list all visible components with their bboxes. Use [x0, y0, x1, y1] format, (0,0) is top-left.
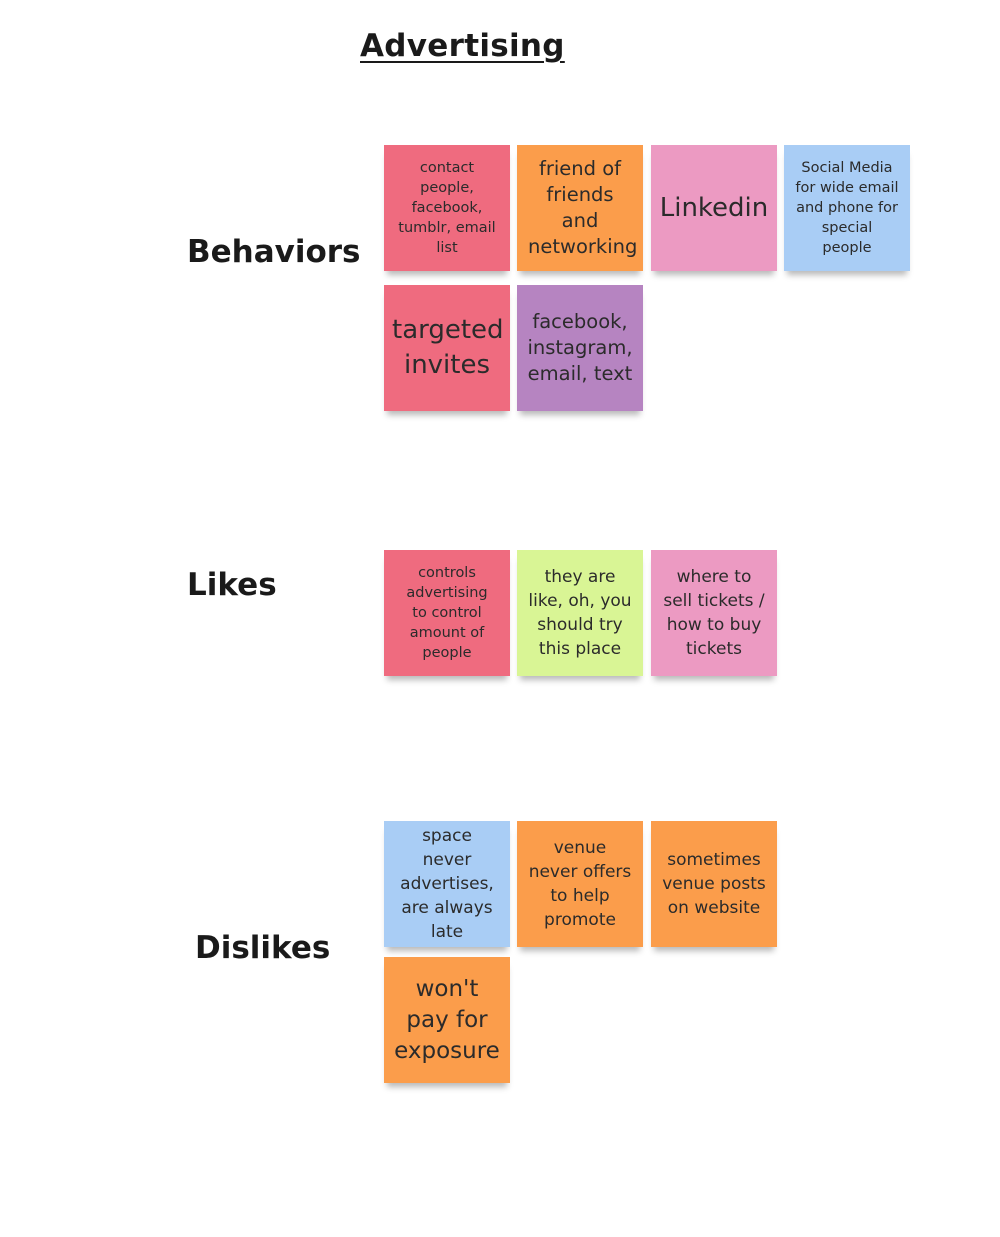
sticky-note-text: contact people, facebook, tumblr, email …: [398, 160, 496, 256]
sticky-note[interactable]: won't pay for exposure: [384, 957, 510, 1083]
sticky-note[interactable]: sometimes venue posts on website: [651, 821, 777, 947]
sticky-note-text: friend of friends and networking: [528, 157, 638, 258]
sticky-note[interactable]: facebook, instagram, email, text: [517, 285, 643, 411]
sticky-note[interactable]: controls advertising to control amount o…: [384, 550, 510, 676]
sticky-note[interactable]: space never advertises, are always late: [384, 821, 510, 947]
sticky-note-text: Linkedin: [659, 192, 769, 223]
sticky-note-text: controls advertising to control amount o…: [406, 565, 488, 661]
sticky-note-text: Social Media for wide email and phone fo…: [795, 160, 899, 256]
sticky-note-text: venue never offers to help promote: [528, 838, 632, 930]
sticky-note-text: sometimes venue posts on website: [662, 850, 766, 918]
sticky-note-text: they are like, oh, you should try this p…: [528, 567, 632, 659]
sticky-note[interactable]: targeted invites: [384, 285, 510, 411]
row-label-likes: Likes: [187, 567, 277, 603]
sticky-note[interactable]: Linkedin: [651, 145, 777, 271]
sticky-note-text: won't pay for exposure: [394, 975, 500, 1064]
page-title: Advertising: [360, 28, 565, 64]
sticky-note[interactable]: they are like, oh, you should try this p…: [517, 550, 643, 676]
sticky-note[interactable]: friend of friends and networking: [517, 145, 643, 271]
sticky-note[interactable]: venue never offers to help promote: [517, 821, 643, 947]
sticky-note[interactable]: where to sell tickets / how to buy ticke…: [651, 550, 777, 676]
sticky-note[interactable]: Social Media for wide email and phone fo…: [784, 145, 910, 271]
sticky-note-text: where to sell tickets / how to buy ticke…: [663, 567, 765, 659]
sticky-note-text: facebook, instagram, email, text: [527, 310, 633, 385]
sticky-note-text: space never advertises, are always late: [400, 826, 494, 942]
sticky-note[interactable]: contact people, facebook, tumblr, email …: [384, 145, 510, 271]
row-label-behaviors: Behaviors: [187, 234, 361, 270]
sticky-note-text: targeted invites: [392, 315, 504, 380]
row-label-dislikes: Dislikes: [195, 930, 331, 966]
